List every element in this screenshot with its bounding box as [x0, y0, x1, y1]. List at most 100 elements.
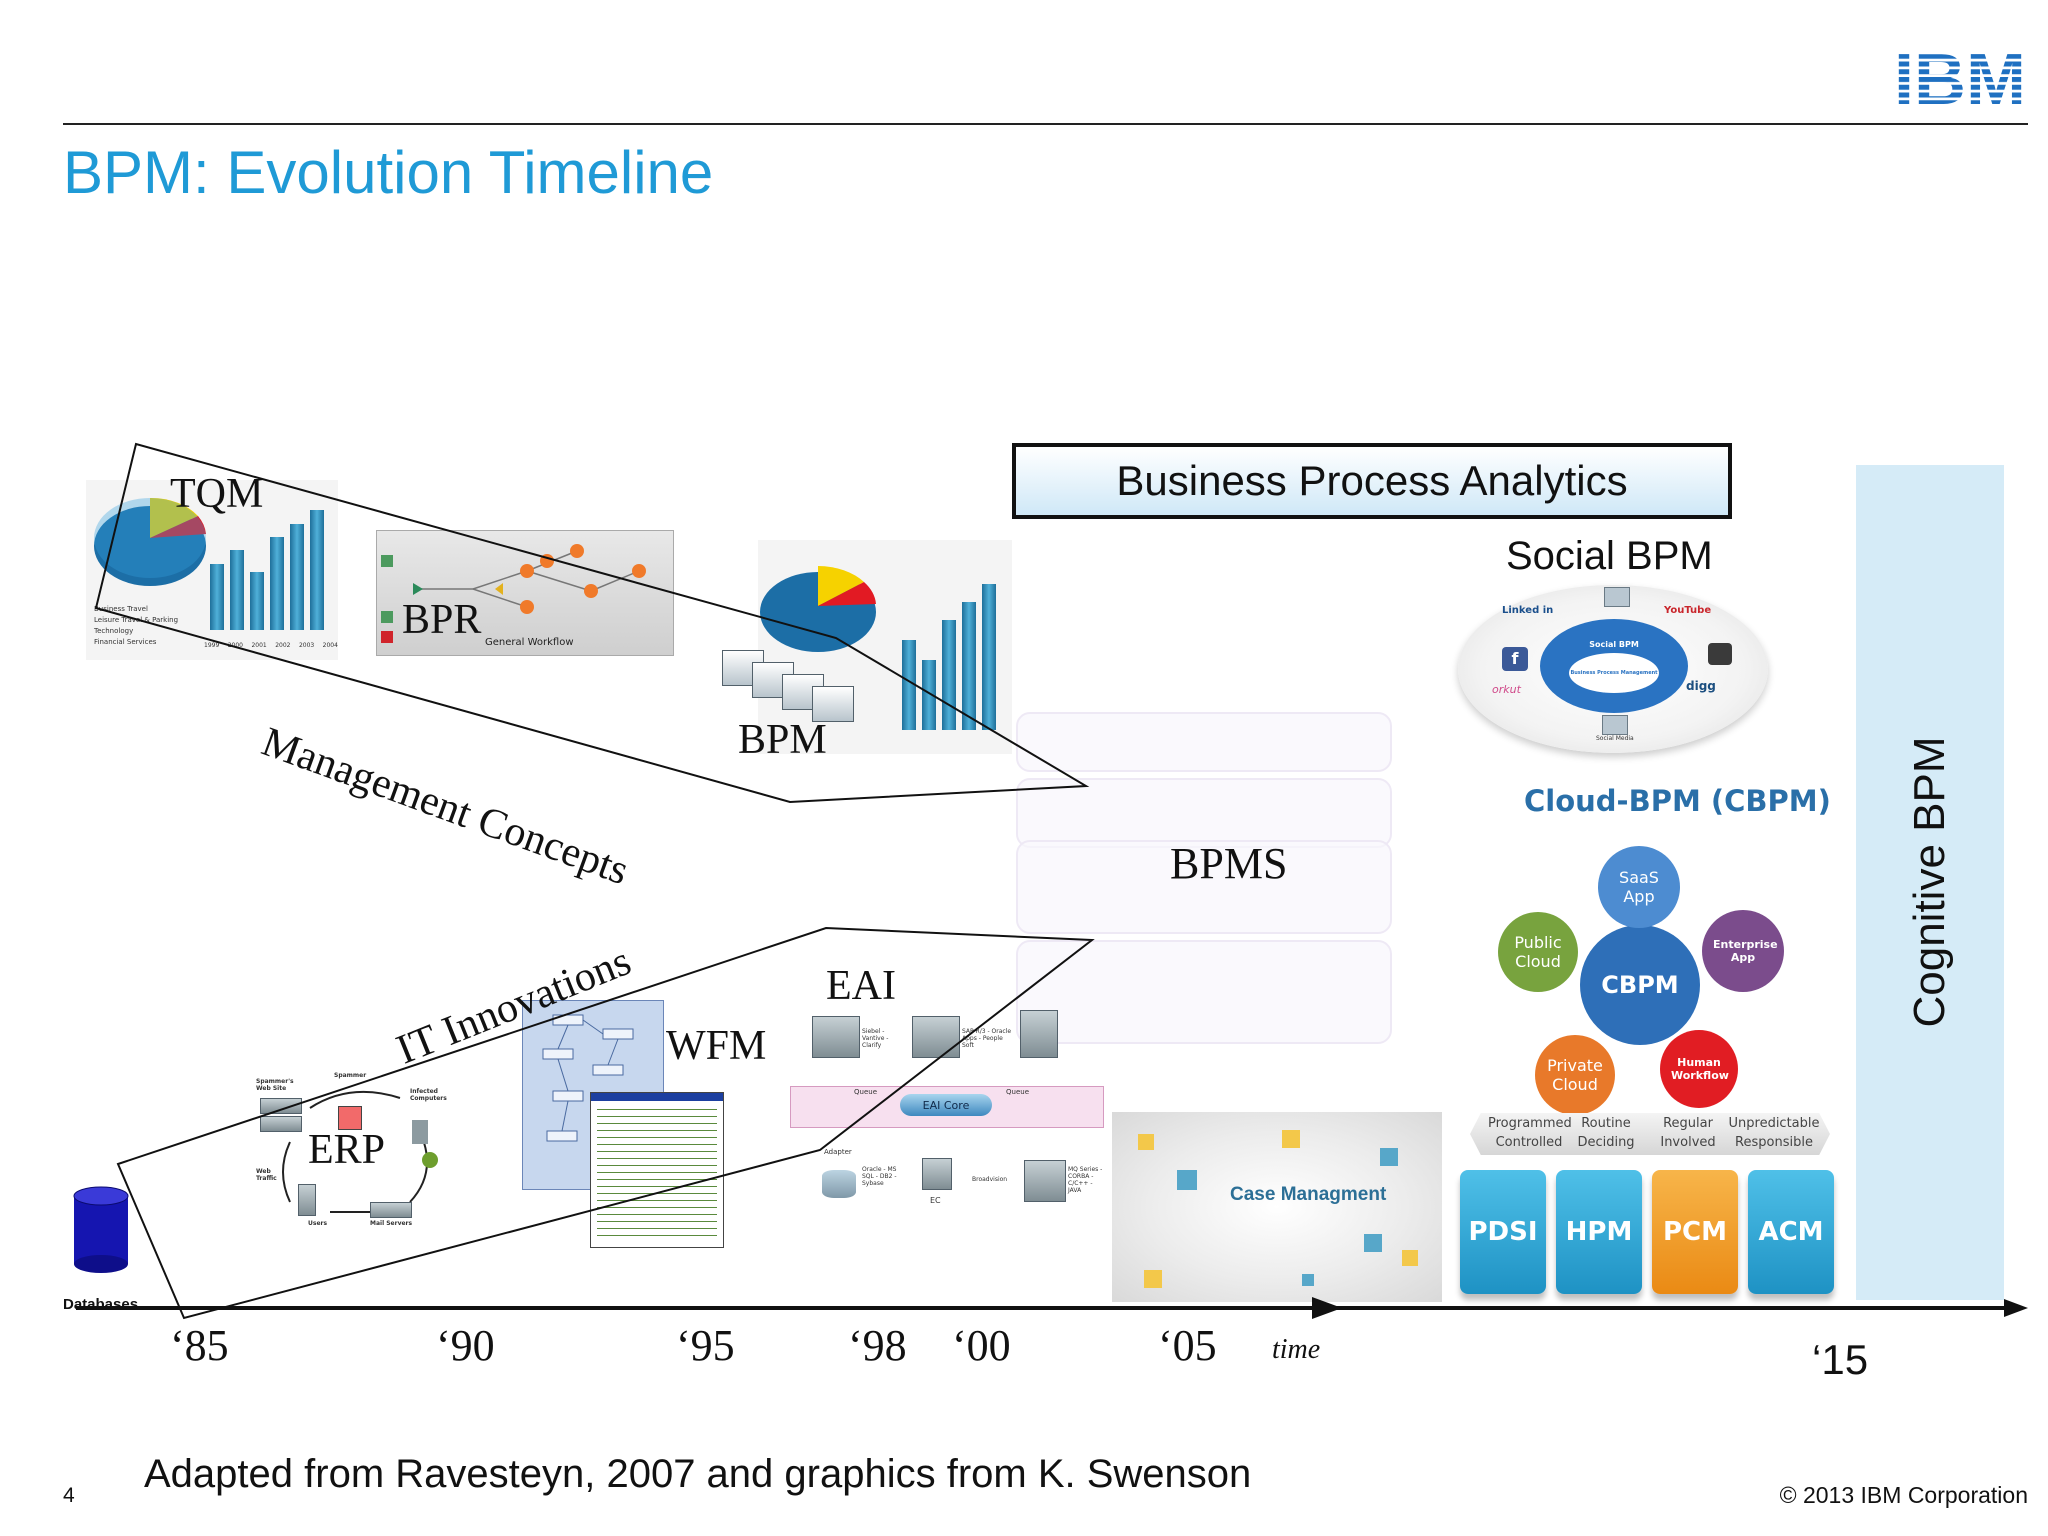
- case-square-7: [1144, 1270, 1162, 1288]
- wfm-tree-lines: [597, 1105, 717, 1241]
- cbpm-saas-text: SaaS App: [1619, 868, 1659, 906]
- digg-icon: digg: [1686, 679, 1716, 693]
- business-process-analytics-label: Business Process Analytics: [1116, 457, 1628, 504]
- page-number: 4: [63, 1484, 75, 1507]
- tile-pcm: PCM: [1652, 1170, 1738, 1294]
- case-square-5: [1364, 1234, 1382, 1252]
- eai-queue-left: Queue: [854, 1088, 877, 1096]
- bpms-layer-interface: [1016, 712, 1392, 772]
- spectrum-1-bottom: Controlled: [1495, 1135, 1563, 1150]
- timeline-axis: [76, 1306, 2016, 1310]
- cbpm-center: CBPM: [1580, 925, 1700, 1045]
- social-hub-subtitle: Business Process Management: [1570, 669, 1658, 676]
- eai-server-siebel: [812, 1016, 860, 1058]
- case-square-4: [1380, 1148, 1398, 1166]
- eai-core-text: EAI Core: [922, 1098, 970, 1112]
- orkut-icon: orkut: [1492, 683, 1521, 696]
- social-media-caption: Social Media: [1596, 735, 1634, 742]
- spectrum-3-top: Regular: [1663, 1116, 1713, 1131]
- erp-network-graphic: Spammer's Web Site Spammer Infected Comp…: [250, 1072, 470, 1240]
- case-square-8: [1302, 1274, 1314, 1286]
- tqm-bar-6: [310, 510, 324, 630]
- tqm-pie: [94, 497, 206, 586]
- bpm-bar-1: [902, 640, 916, 730]
- bpm-bars: [902, 580, 1010, 730]
- social-hub-center: Business Process Management: [1569, 652, 1659, 693]
- linkedin-icon: Linked in: [1502, 605, 1554, 616]
- year-2000: 2000: [227, 642, 244, 649]
- cbpm-private-cloud: Private Cloud: [1535, 1035, 1615, 1115]
- googleplus-icon: [1708, 643, 1732, 665]
- time-label: time: [1272, 1334, 1321, 1365]
- bpm-bar-5: [982, 584, 996, 730]
- erp-label-spammers-web: Spammer's Web Site: [256, 1078, 294, 1092]
- cbpm-private-cloud-text: Private Cloud: [1547, 1056, 1603, 1094]
- mail-server-icon: [370, 1202, 412, 1218]
- tqm-label: TQM: [170, 471, 264, 517]
- wfm-tree-window: [590, 1092, 724, 1248]
- tick-95: ‘95: [676, 1321, 735, 1370]
- year-2001: 2001: [251, 642, 267, 649]
- wfm-flowchart-lines: [542, 1014, 634, 1142]
- tile-hpm-text: HPM: [1565, 1217, 1633, 1247]
- tick-98: ‘98: [848, 1321, 907, 1370]
- case-square-3: [1177, 1170, 1197, 1190]
- facebook-icon: f: [1502, 647, 1528, 671]
- tile-acm-text: ACM: [1758, 1217, 1824, 1247]
- cbpm-enterprise-text: Enterprise App: [1713, 938, 1778, 964]
- cbpm-enterprise: Enterprise App: [1702, 910, 1784, 992]
- ibm-logo-text: IBM: [1894, 46, 2026, 108]
- database-cylinder-icon: [72, 1186, 130, 1274]
- spectrum-4-top: Unpredictable: [1728, 1116, 1820, 1131]
- erp-label-users: Users: [308, 1220, 328, 1227]
- bpr-caption: General Workflow: [485, 637, 574, 648]
- source-citation: Adapted from Ravesteyn, 2007 and graphic…: [144, 1452, 1252, 1496]
- tile-pdsi: PDSI: [1460, 1170, 1546, 1294]
- bpms-architecture-graphic: [1016, 708, 1396, 1048]
- legend-business-travel: Business Travel: [94, 605, 148, 613]
- legend-technology: Technology: [94, 627, 134, 635]
- cbpm-human-workflow: Human Workflow: [1660, 1030, 1738, 1108]
- year-2004: 2004: [322, 642, 338, 649]
- ibm-logo: IBM: [1892, 40, 2028, 120]
- eai-mq-label: MQ Series - CORBA - C/C++ - JAVA: [1068, 1166, 1103, 1194]
- timeline-mid-arrow: [1312, 1297, 1342, 1319]
- eai-siebel-label: Siebel - Vantive - Clarify: [862, 1028, 889, 1049]
- legend-financial-services: Financial Services: [94, 638, 157, 646]
- eai-db-icon: [822, 1170, 856, 1198]
- year-1999: 1999: [204, 642, 220, 649]
- bpms-layer-systems: [1016, 940, 1392, 1044]
- social-bpm-label: Social BPM: [1506, 534, 1713, 578]
- bpr-workflow-diagram: [381, 544, 646, 643]
- tqm-bars: [210, 510, 334, 630]
- ibm-logo-graphic: IBM: [1894, 40, 2026, 120]
- eai-server-ec: [922, 1158, 952, 1190]
- infected-computer-icon: [412, 1120, 428, 1144]
- bpms-label: BPMS: [1170, 839, 1288, 888]
- business-process-analytics-box: Business Process Analytics: [1012, 443, 1732, 519]
- monitor-icon-top: [1604, 587, 1630, 607]
- case-management-graphic: Case Managment: [1112, 1112, 1442, 1302]
- page-title: BPM: Evolution Timeline: [63, 139, 714, 206]
- cbpm-saas: SaaS App: [1598, 846, 1680, 928]
- social-hub-ring: Social BPM Business Process Management: [1540, 619, 1688, 713]
- spectrum-2-bottom: Deciding: [1577, 1135, 1635, 1150]
- eai-core-pill: EAI Core: [900, 1094, 992, 1116]
- bpm-bar-2: [922, 660, 936, 730]
- monitor-4: [812, 686, 854, 722]
- eai-server-mq: [1024, 1160, 1066, 1202]
- timeline-end-arrow: [2004, 1299, 2028, 1317]
- wfm-screenshot-graphic: [522, 1000, 726, 1250]
- eai-server-sap: [912, 1016, 960, 1058]
- tile-pcm-text: PCM: [1662, 1217, 1727, 1247]
- eai-label: EAI: [826, 963, 896, 1009]
- spammer-computer-icon: [338, 1106, 362, 1130]
- tqm-bar-2: [230, 550, 244, 630]
- cloud-bpm-label: Cloud-BPM (CBPM): [1524, 784, 1831, 818]
- header-rule: [63, 123, 2028, 125]
